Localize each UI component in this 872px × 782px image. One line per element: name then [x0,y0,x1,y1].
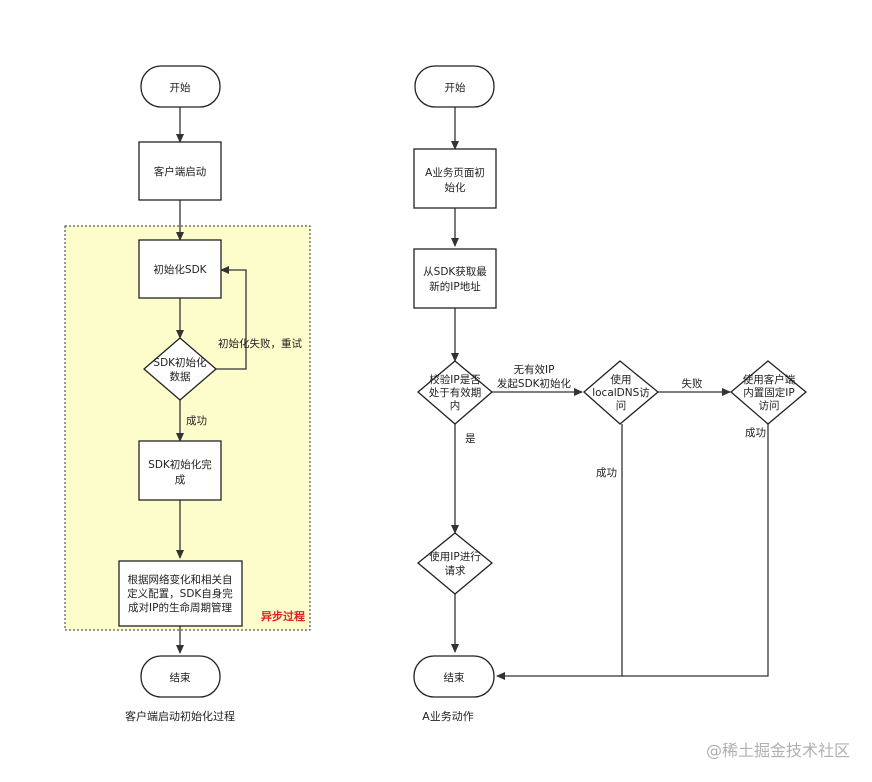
get-ip-line1: 从SDK获取最 [423,266,487,278]
local-dns-line3: 问 [616,399,627,412]
get-ip-node [413,248,497,309]
right-flow-edges [451,107,769,680]
right-start-node [414,65,495,108]
check-ip-decision-node [416,360,494,425]
no-valid-ip-label-line2: 发起SDK初始化 [497,377,572,390]
left-caption: 客户端启动初始化过程 [125,709,235,723]
init-done-node [138,440,222,501]
init-done-line2: 成 [175,474,186,486]
sdk-data-decision-line2: 数据 [170,370,191,383]
check-ip-line2: 处于有效期 [429,386,482,399]
page-init-line2: 始化 [445,181,466,194]
local-dns-line2: localDNS访 [592,387,650,399]
right-end-node [413,655,495,698]
ip-lifecycle-line3: 成对IP的生命周期管理 [128,601,232,614]
right-caption: A业务动作 [422,710,474,723]
client-start-node [138,141,222,201]
yes-edge-label: 是 [465,433,476,445]
use-ip-line1: 使用IP进行 [429,550,481,563]
page-init-node [413,148,497,209]
fixed-ip-line2: 内置固定IP [743,386,794,399]
left-start-label: 开始 [170,81,191,94]
ip-lifecycle-node [118,560,243,627]
right-end-label: 结束 [444,671,465,684]
ip-lifecycle-line1: 根据网络变化和相关自 [128,573,233,586]
use-ip-line2: 请求 [445,564,466,577]
fail-edge-label: 失败 [682,377,703,390]
local-dns-decision-node [583,360,660,425]
right-start-label: 开始 [445,81,466,94]
left-end-node [140,655,221,698]
get-ip-line2: 新的IP地址 [429,280,481,293]
check-ip-line3: 内 [450,399,461,412]
client-start-label: 客户端启动 [154,165,207,178]
init-done-line1: SDK初始化完 [148,458,212,471]
init-sdk-node [138,239,222,299]
left-end-label: 结束 [170,671,191,684]
retry-edge-label: 初始化失败，重试 [218,337,302,350]
fixed-ip-success-label: 成功 [745,427,766,439]
left-start-node [140,65,221,108]
page-init-line1: A业务页面初 [425,166,485,179]
async-process-label: 异步过程 [261,609,305,623]
no-valid-ip-label-line1: 无有效IP [514,363,555,376]
use-ip-decision-node [416,532,494,595]
dns-success-label: 成功 [596,467,617,479]
init-sdk-label: 初始化SDK [153,263,207,276]
ip-lifecycle-line2: 定义配置，SDK自身完 [127,587,233,600]
left-flow-edges [176,107,247,654]
sdk-data-decision-line1: SDK初始化 [153,356,207,369]
fixed-ip-decision-node [729,360,808,425]
watermark: @稀土掘金技术社区 [706,741,850,760]
success-edge-label: 成功 [186,415,207,427]
check-ip-line1: 校验IP是否 [429,373,481,386]
sdk-data-decision-node [143,337,217,401]
fixed-ip-line3: 访问 [759,399,780,412]
local-dns-line1: 使用 [611,373,632,386]
fixed-ip-line1: 使用客户端 [743,373,796,386]
